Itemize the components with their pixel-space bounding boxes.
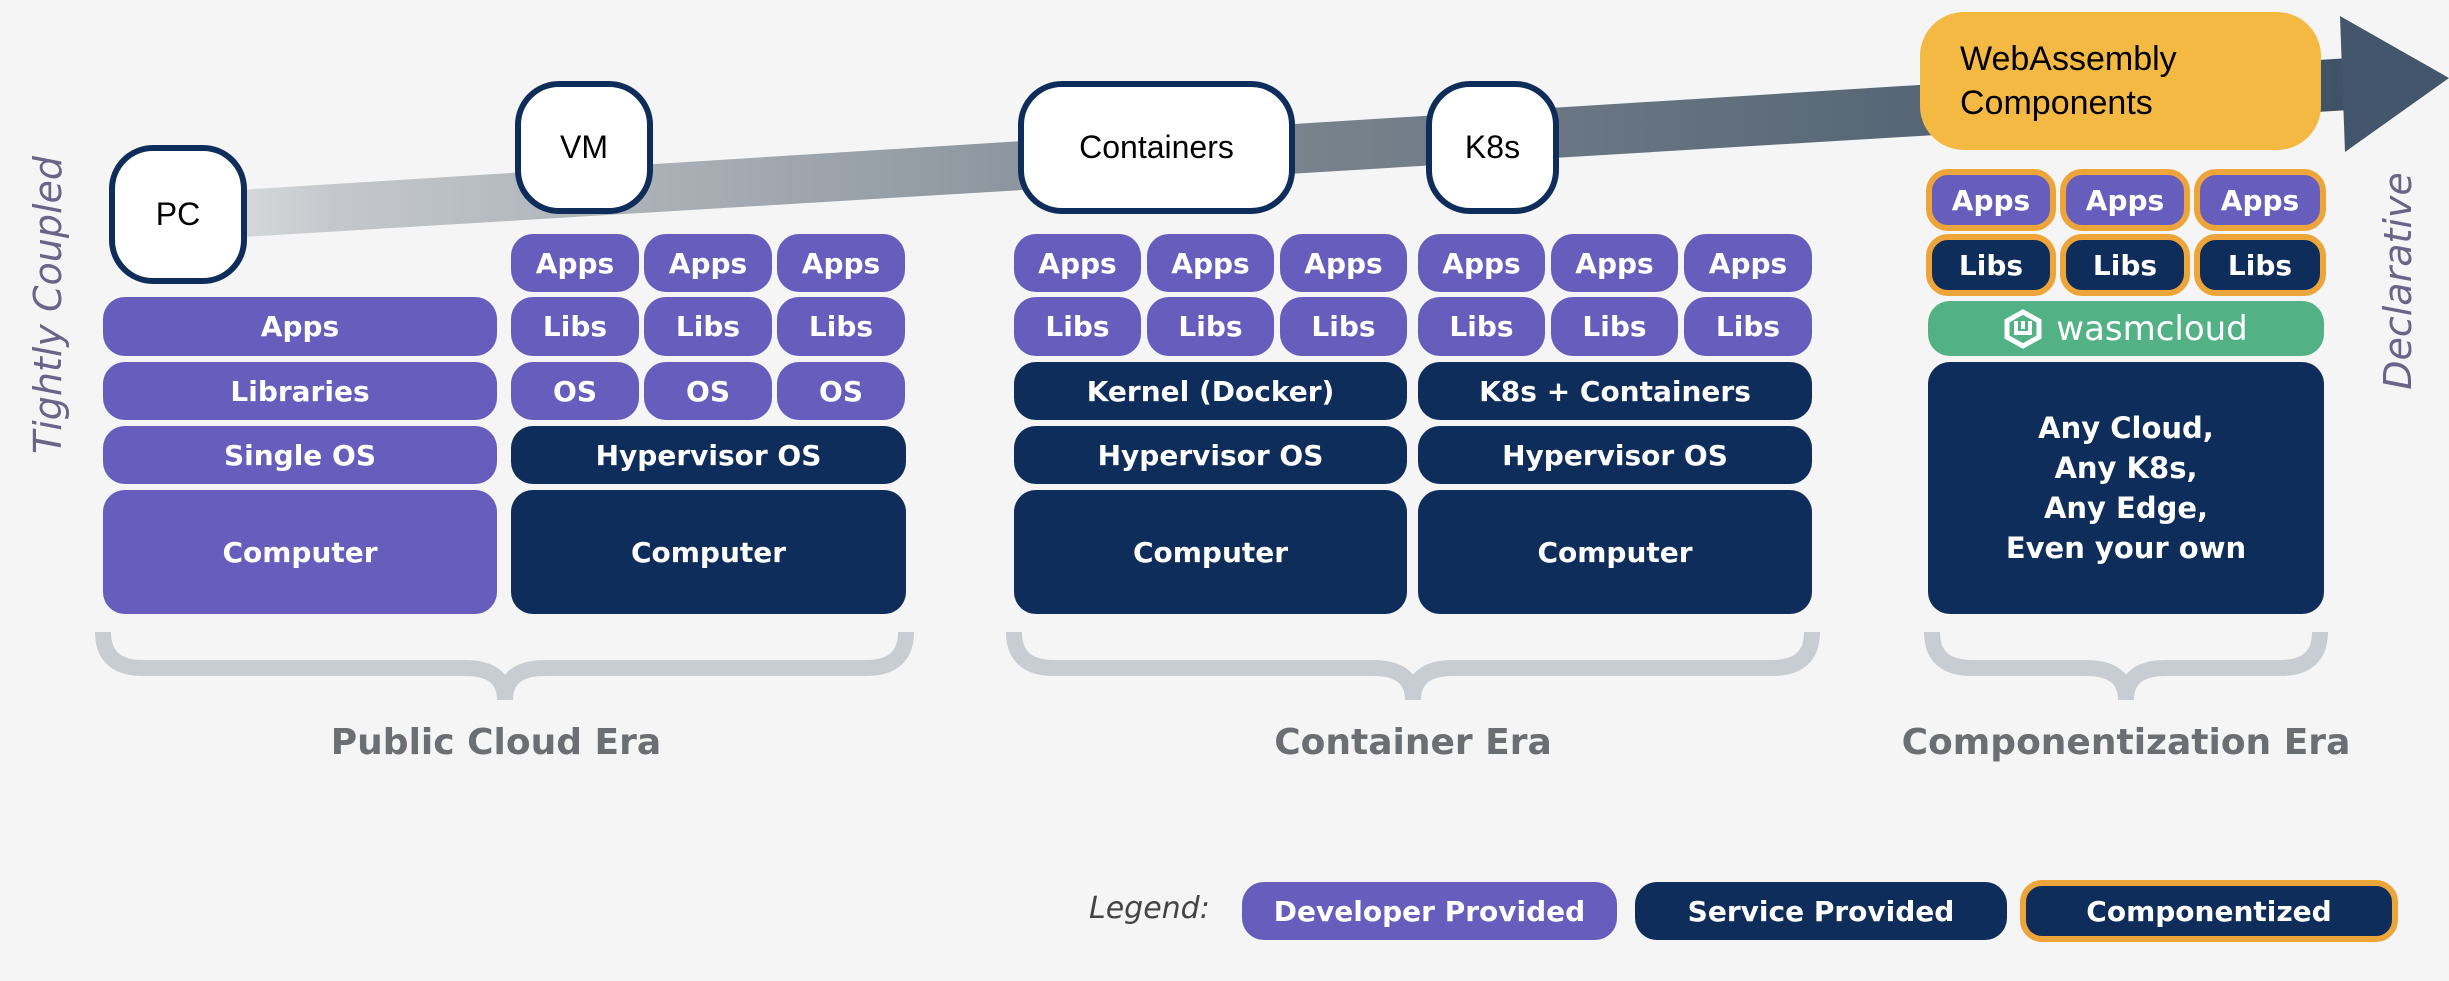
bracket-public-cloud [95,631,914,701]
stage-vm: VM [515,81,653,214]
wasm-libs: Libs [2060,234,2190,296]
vm-apps: Apps [511,234,639,292]
vm-apps: Apps [777,234,905,292]
pc-libraries: Libraries [103,362,497,420]
declarative-label: Declarative [2376,172,2420,390]
containers-apps: Apps [1014,234,1141,292]
k8s-libs: Libs [1551,297,1678,356]
pc-os: Single OS [103,426,497,484]
k8s-computer: Computer [1418,490,1812,614]
vm-os: OS [777,362,905,420]
wasm-libs: Libs [1926,234,2056,296]
legend-label: Legend: [1089,891,1210,926]
containers-libs: Libs [1147,297,1274,356]
vm-computer: Computer [511,490,906,614]
k8s-apps: Apps [1551,234,1678,292]
containers-kernel: Kernel (Docker) [1014,362,1407,420]
containers-libs: Libs [1014,297,1141,356]
k8s-containers: K8s + Containers [1418,362,1812,420]
k8s-apps: Apps [1418,234,1545,292]
legend-service-provided: Service Provided [1635,882,2007,940]
vm-libs: Libs [777,297,905,356]
pc-apps: Apps [103,297,497,356]
era-public-cloud: Public Cloud Era [330,722,662,763]
wasmcloud-logo-icon [2004,308,2042,349]
stage-k8s: K8s [1426,81,1559,214]
wasm-apps: Apps [2194,169,2326,231]
containers-apps: Apps [1280,234,1407,292]
bracket-componentization [1924,631,2328,701]
stage-webassembly-components: WebAssembly Components [1920,12,2321,150]
vm-os: OS [644,362,772,420]
wasmcloud-wordmark: wasmcloud [2056,308,2248,349]
vm-hypervisor: Hypervisor OS [511,426,906,484]
vm-apps: Apps [644,234,772,292]
containers-libs: Libs [1280,297,1407,356]
tightly-coupled-label: Tightly Coupled [26,155,70,455]
wasmcloud-layer: wasmcloud [1928,301,2324,356]
wasm-apps: Apps [2060,169,2190,231]
k8s-hypervisor: Hypervisor OS [1418,426,1812,484]
k8s-libs: Libs [1684,297,1812,356]
era-componentization: Componentization Era [1901,722,2351,763]
arrow-head [2340,16,2449,152]
legend-componentized: Componentized [2020,880,2398,942]
k8s-apps: Apps [1684,234,1812,292]
wasm-apps: Apps [1926,169,2056,231]
wasm-libs: Libs [2194,234,2326,296]
stage-containers: Containers [1018,81,1295,214]
era-container: Container Era [1274,722,1552,763]
containers-apps: Apps [1147,234,1274,292]
vm-libs: Libs [511,297,639,356]
stage-pc: PC [109,145,247,284]
bracket-container [1006,631,1820,701]
vm-libs: Libs [644,297,772,356]
containers-hypervisor: Hypervisor OS [1014,426,1407,484]
legend-developer-provided: Developer Provided [1242,882,1617,940]
vm-os: OS [511,362,639,420]
wasm-platform: Any Cloud, Any K8s, Any Edge, Even your … [1928,362,2324,614]
containers-computer: Computer [1014,490,1407,614]
k8s-libs: Libs [1418,297,1545,356]
pc-computer: Computer [103,490,497,614]
